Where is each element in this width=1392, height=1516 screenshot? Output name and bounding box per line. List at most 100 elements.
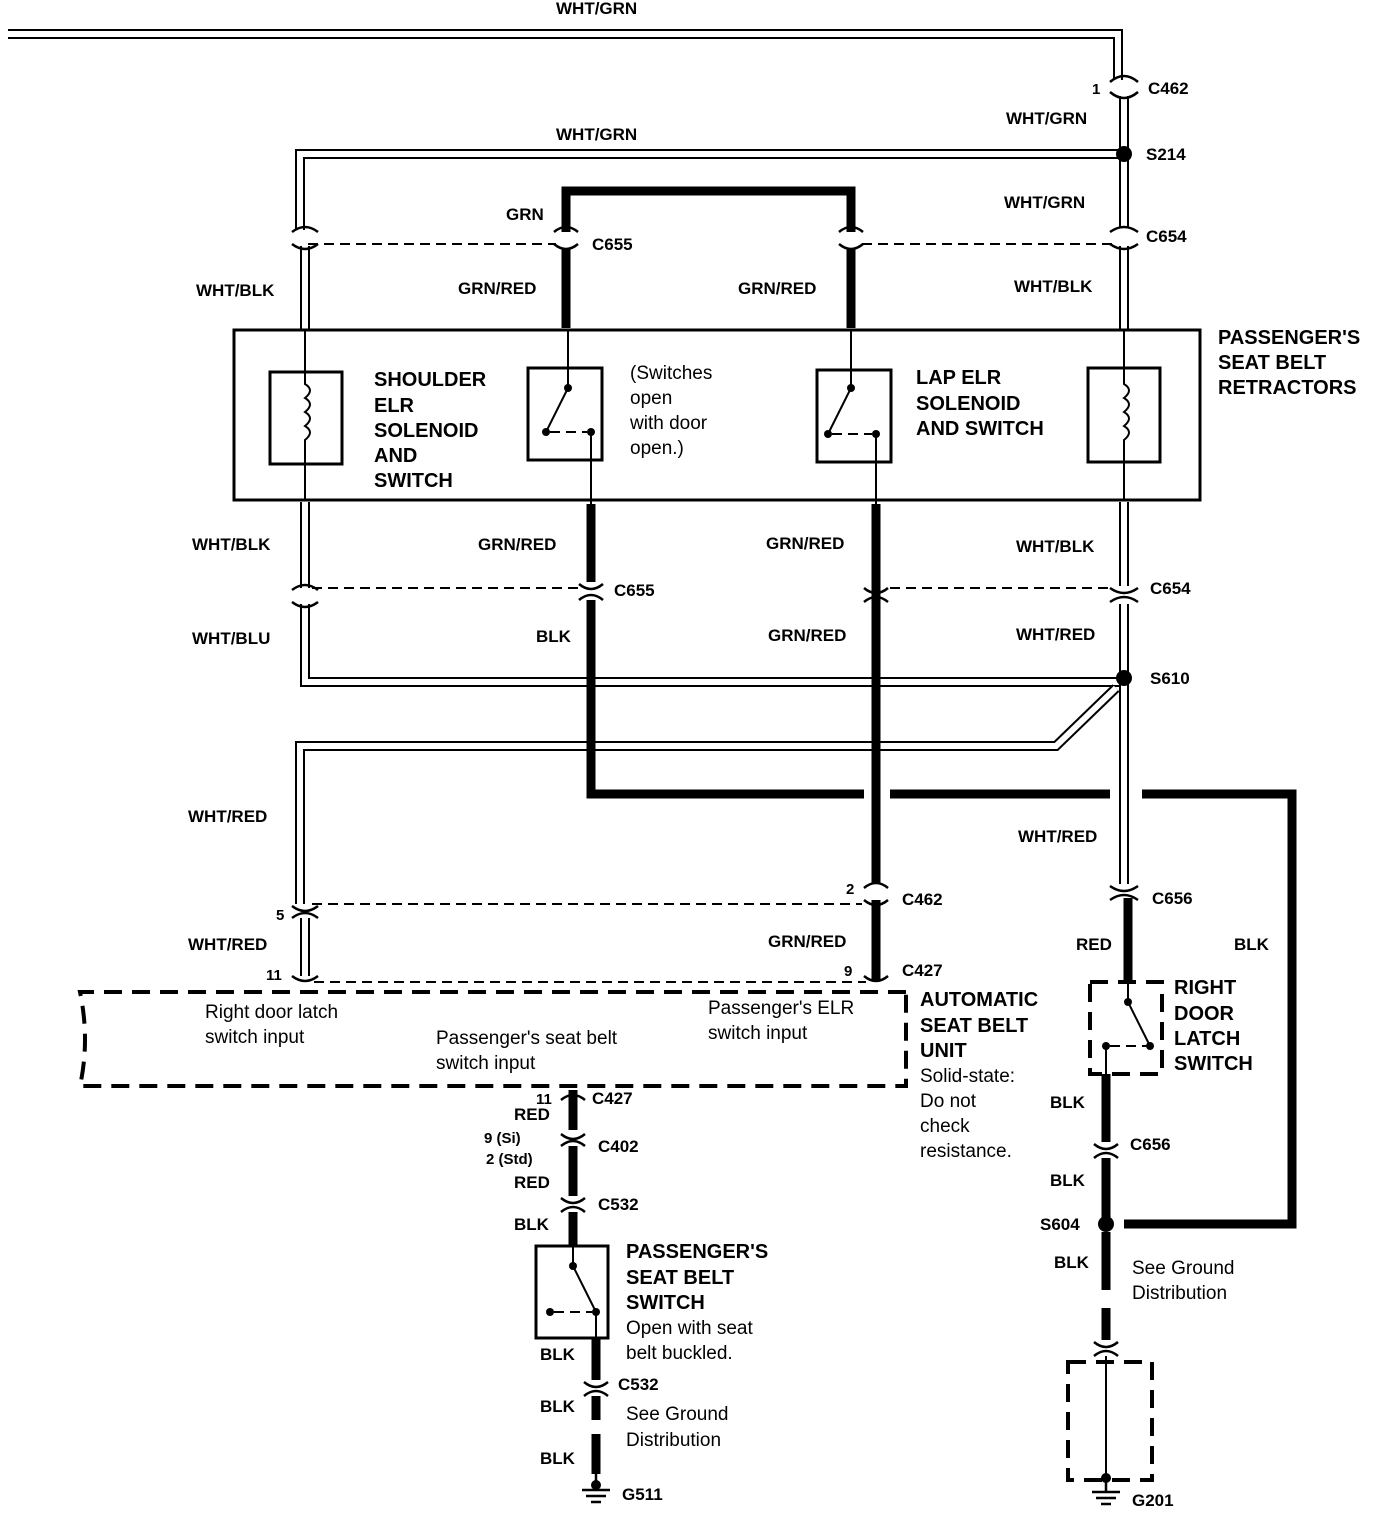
unit-title: SEAT BELT (920, 1015, 1028, 1037)
ground-note: See Ground (626, 1404, 728, 1425)
retractors-title: PASSENGER'S (1218, 327, 1360, 349)
splice-s610-dot (1116, 670, 1132, 686)
wire-label: WHT/GRN (556, 0, 637, 18)
splice-label: S214 (1146, 145, 1186, 164)
connector-label: C654 (1146, 227, 1187, 246)
ground-g511-icon (582, 1474, 610, 1504)
unit-input-label: switch input (436, 1053, 536, 1074)
door-latch-title: DOOR (1174, 1003, 1235, 1025)
switch-note: open.) (630, 438, 684, 459)
unit-title: AUTOMATIC (920, 989, 1038, 1011)
unit-note: check (920, 1116, 970, 1137)
lap-label: SOLENOID (916, 393, 1020, 415)
unit-note: resistance. (920, 1141, 1012, 1162)
door-latch-title: LATCH (1174, 1028, 1240, 1050)
wire-label: BLK (1050, 1171, 1086, 1190)
shoulder-label: AND (374, 445, 417, 467)
ground-note: See Ground (1132, 1258, 1234, 1279)
connector-label: C532 (598, 1195, 639, 1214)
switch-note: with door (629, 413, 708, 434)
splice-label: S610 (1150, 669, 1190, 688)
shoulder-label: ELR (374, 395, 415, 417)
unit-input-label: switch input (205, 1027, 305, 1048)
belt-switch-note: belt buckled. (626, 1343, 733, 1364)
wire-label: WHT/BLK (192, 535, 271, 554)
splice-s604-dot (1098, 1216, 1114, 1232)
unit-input-label: Passenger's ELR (708, 998, 854, 1019)
unit-title: UNIT (920, 1040, 967, 1062)
belt-switch-title: PASSENGER'S (626, 1241, 768, 1263)
belt-switch-title: SWITCH (626, 1292, 705, 1314)
wire-label: GRN/RED (738, 279, 816, 298)
solid-wires (561, 186, 1297, 1474)
pin-label: 11 (266, 967, 282, 984)
connector-label: C427 (902, 961, 943, 980)
lap-switch (815, 368, 893, 464)
pin-label: 9 (844, 963, 852, 980)
wire-label: WHT/RED (188, 935, 267, 954)
unit-input-label: Passenger's seat belt (436, 1028, 618, 1049)
door-latch-title: SWITCH (1174, 1053, 1253, 1075)
wire-label: WHT/GRN (1004, 193, 1085, 212)
wire-label: BLK (1054, 1253, 1090, 1272)
connector-dash-lines (308, 243, 1114, 983)
switch-note: (Switches (630, 363, 712, 384)
door-latch-switch (1088, 980, 1164, 1076)
shoulder-label: SOLENOID (374, 420, 478, 442)
unit-input-label: Right door latch (205, 1002, 338, 1023)
connector-label: C427 (592, 1089, 633, 1108)
pin-label: 5 (276, 907, 284, 924)
pin-label: 2 (846, 881, 854, 898)
connector-label: C656 (1130, 1135, 1171, 1154)
splice-dots (1098, 146, 1132, 1232)
wire-label: BLK (1050, 1093, 1086, 1112)
pin-label: 2 (Std) (486, 1151, 533, 1168)
retractors-box (232, 328, 1202, 504)
connector-label: C655 (614, 581, 655, 600)
connector-label: C462 (902, 890, 943, 909)
wire-label: WHT/GRN (556, 125, 637, 144)
wire-label: WHT/BLK (1016, 537, 1095, 556)
connector-label: C402 (598, 1137, 639, 1156)
wire-label: GRN/RED (768, 932, 846, 951)
wire-label: BLK (540, 1449, 576, 1468)
wire-label: GRN/RED (478, 535, 556, 554)
ground-g201-icon (1092, 1473, 1120, 1506)
labels: WHT/GRN 1 C462 WHT/GRN WHT/GRN S214 WHT/… (188, 0, 1360, 1510)
pin-label: 1 (1092, 81, 1100, 98)
connector-label: C655 (592, 235, 633, 254)
unit-note: Solid-state: (920, 1066, 1015, 1087)
wire-label: RED (514, 1173, 550, 1192)
wire-label: GRN/RED (768, 626, 846, 645)
connector-symbols (291, 74, 1139, 1397)
door-latch-title: RIGHT (1174, 977, 1236, 999)
connector-label: C654 (1150, 579, 1191, 598)
g201-ground-box (1066, 1356, 1154, 1482)
shoulder-label: SHOULDER (374, 369, 487, 391)
connector-label: C462 (1148, 79, 1189, 98)
wire-label: WHT/RED (1018, 827, 1097, 846)
splice-s214-dot (1116, 146, 1132, 162)
wire-label: WHT/RED (188, 807, 267, 826)
wire-label: WHT/BLU (192, 629, 270, 648)
unit-note: Do not (920, 1091, 977, 1112)
wire-label: RED (1076, 935, 1112, 954)
connector-label: C532 (618, 1375, 659, 1394)
wire-label: BLK (514, 1215, 550, 1234)
wire-label: WHT/RED (1016, 625, 1095, 644)
connector-label: C656 (1152, 889, 1193, 908)
wire-label: GRN/RED (766, 534, 844, 553)
wire-label: WHT/BLK (196, 281, 275, 300)
shoulder-label: SWITCH (374, 470, 453, 492)
wire-label: WHT/BLK (1014, 277, 1093, 296)
wire-label: GRN/RED (458, 279, 536, 298)
seat-belt-unit-box (77, 990, 908, 1088)
pin-label: 9 (Si) (484, 1130, 521, 1147)
wire-label: GRN (506, 205, 544, 224)
splice-label: S604 (1040, 1215, 1080, 1234)
retractors-title: SEAT BELT (1218, 352, 1326, 374)
unit-input-label: switch input (708, 1023, 808, 1044)
belt-switch-title: SEAT BELT (626, 1267, 734, 1289)
lap-label: AND SWITCH (916, 418, 1044, 440)
ground-note: Distribution (1132, 1283, 1227, 1304)
